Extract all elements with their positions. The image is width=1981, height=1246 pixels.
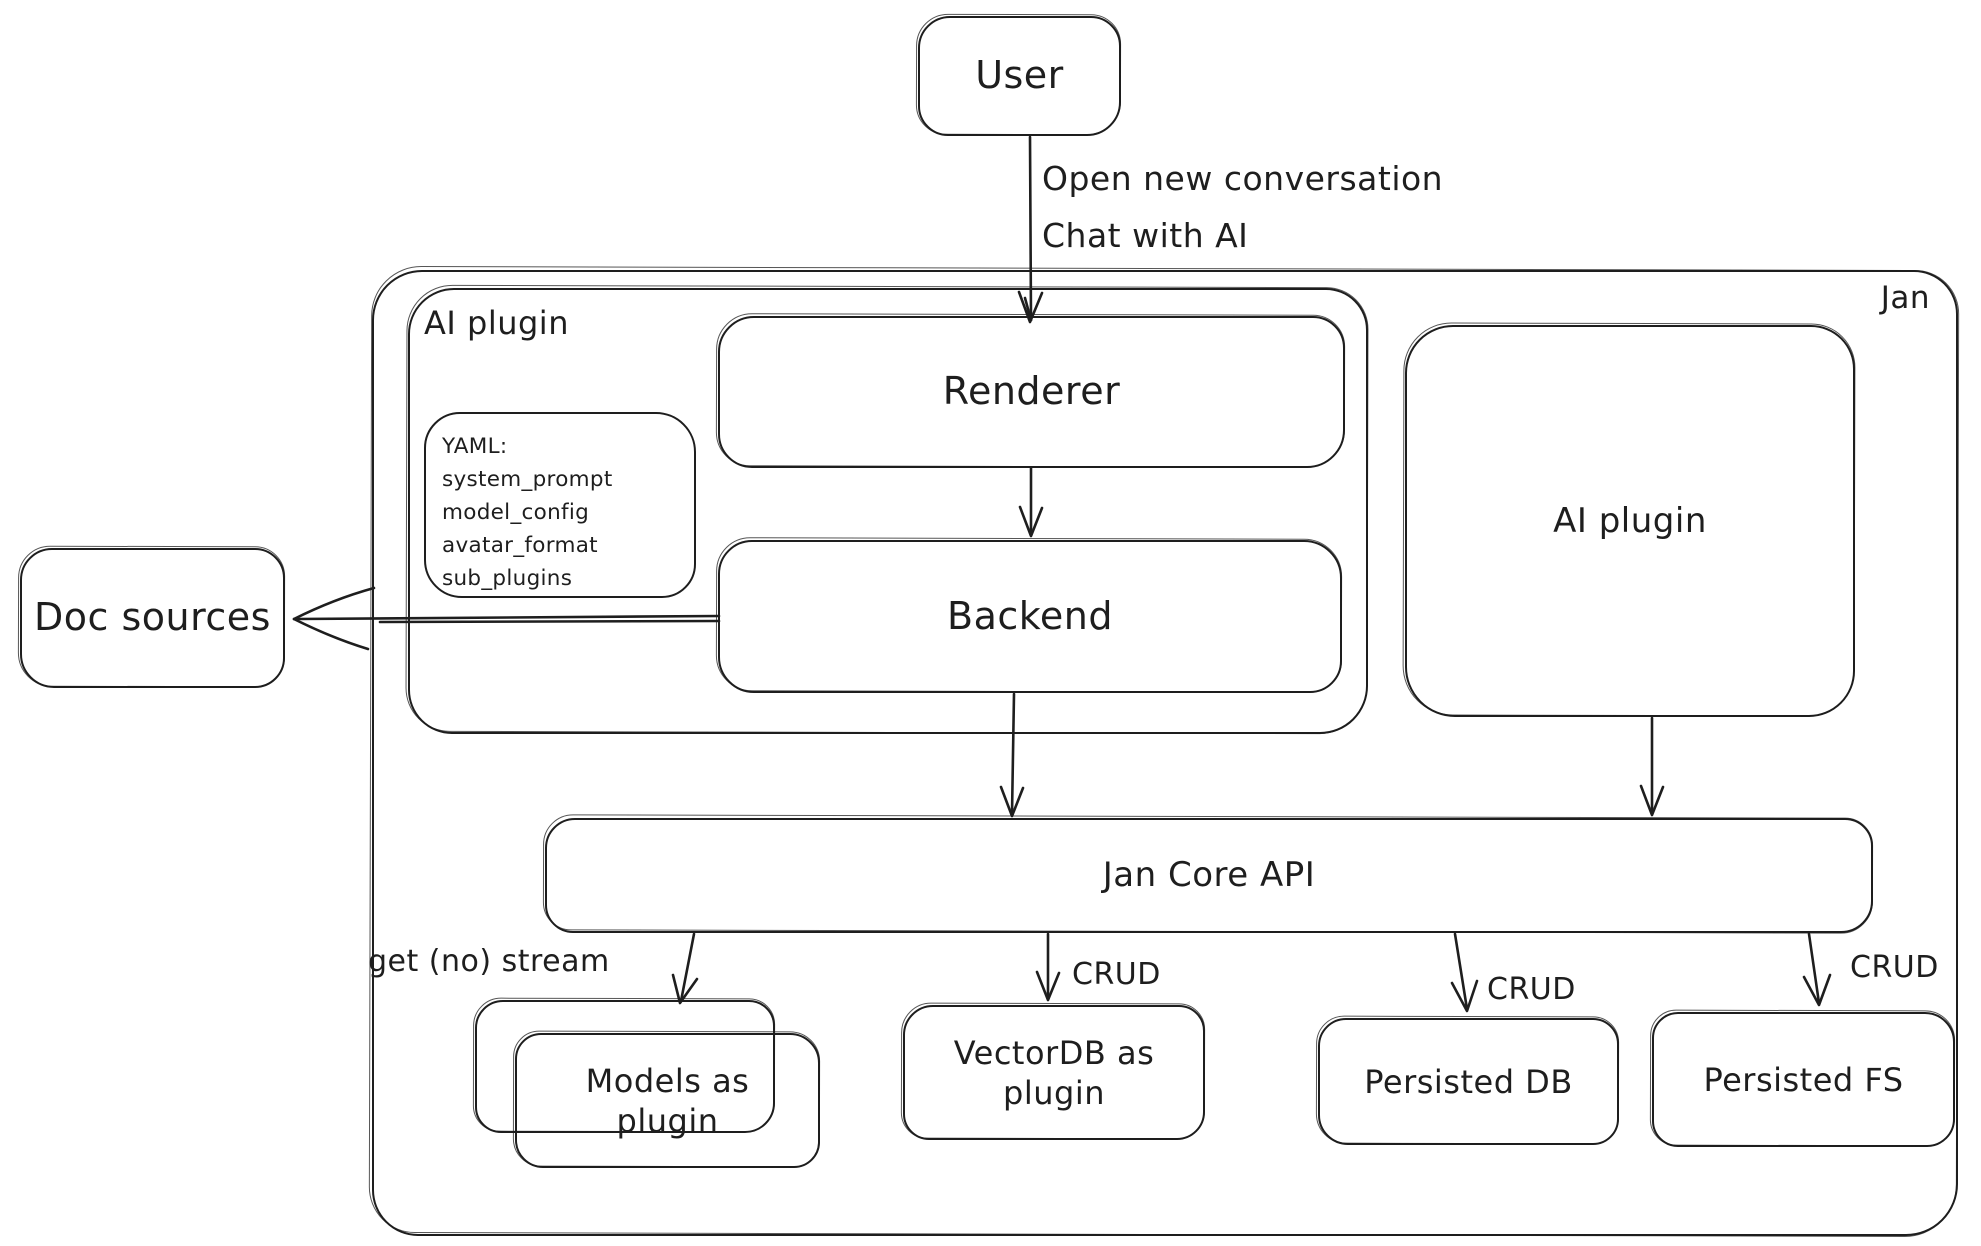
ai-plugin-group: AI plugin bbox=[408, 288, 1368, 734]
edge-label-crud-persisted-db: CRUD bbox=[1487, 972, 1576, 1007]
yaml-line: avatar_format bbox=[442, 533, 598, 558]
edge-label-crud-vectordb: CRUD bbox=[1072, 957, 1161, 992]
node-doc-sources: Doc sources bbox=[20, 548, 285, 688]
node-models-label: Models as plugin bbox=[585, 1061, 750, 1140]
edge-label-line: Open new conversation bbox=[1042, 159, 1444, 198]
node-persisted-db-label: Persisted DB bbox=[1364, 1062, 1573, 1101]
edge-label-open-conversation: Open new conversation Chat with AI bbox=[1042, 150, 1443, 264]
node-persisted-fs-label: Persisted FS bbox=[1703, 1060, 1904, 1099]
node-user: User bbox=[918, 16, 1121, 136]
node-doc-sources-label: Doc sources bbox=[34, 595, 271, 640]
yaml-line: system_prompt bbox=[442, 467, 613, 492]
yaml-line: YAML: bbox=[442, 434, 508, 459]
jan-container: Jan bbox=[372, 270, 1958, 1236]
yaml-note: YAML: system_prompt model_config avatar_… bbox=[424, 412, 696, 598]
ai-plugin-group-label: AI plugin bbox=[424, 304, 569, 342]
node-jan-core-api: Jan Core API bbox=[545, 818, 1873, 933]
node-persisted-db: Persisted DB bbox=[1318, 1018, 1619, 1145]
node-renderer: Renderer bbox=[718, 316, 1345, 468]
node-backend: Backend bbox=[718, 540, 1342, 693]
edge-label-line: Chat with AI bbox=[1042, 216, 1249, 255]
edge-label-crud-persisted-fs: CRUD bbox=[1850, 950, 1939, 985]
yaml-line: sub_plugins bbox=[442, 566, 573, 591]
yaml-line: model_config bbox=[442, 500, 590, 525]
jan-container-label: Jan bbox=[1880, 280, 1930, 316]
node-vectordb-label: VectorDB as plugin bbox=[953, 1033, 1155, 1112]
node-backend-label: Backend bbox=[947, 593, 1113, 638]
edge-label-get-no-stream: get (no) stream bbox=[368, 944, 610, 979]
node-user-label: User bbox=[975, 53, 1064, 98]
node-models: Models as plugin bbox=[515, 1033, 820, 1168]
node-ai-plugin-label: AI plugin bbox=[1553, 500, 1707, 541]
node-renderer-label: Renderer bbox=[942, 369, 1121, 414]
node-jan-core-api-label: Jan Core API bbox=[1102, 855, 1316, 896]
node-ai-plugin: AI plugin bbox=[1405, 325, 1855, 717]
node-persisted-fs: Persisted FS bbox=[1652, 1012, 1955, 1147]
node-vectordb: VectorDB as plugin bbox=[903, 1005, 1205, 1140]
